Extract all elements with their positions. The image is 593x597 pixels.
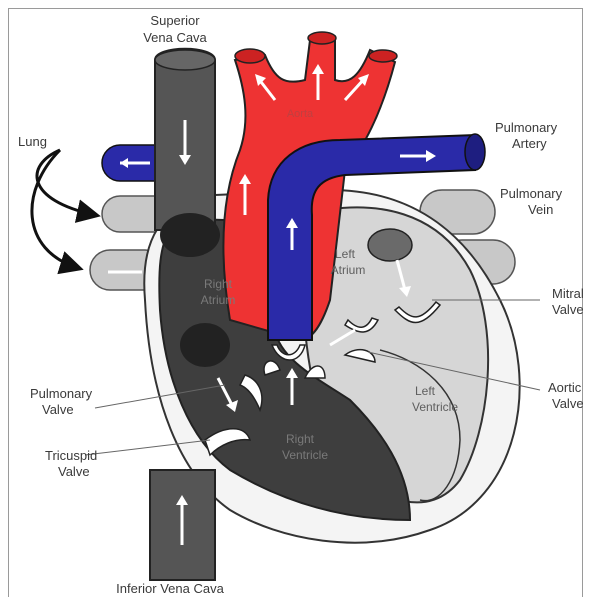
label-left-ventricle-2: Ventricle <box>412 400 458 414</box>
label-left-ventricle-1: Left <box>415 384 436 398</box>
label-aortic-valve-1: Aortic <box>548 380 582 395</box>
label-inferior-vena-cava: Inferior Vena Cava <box>116 581 224 596</box>
label-tricuspid-valve-2: Valve <box>58 464 90 479</box>
label-aorta: Aorta <box>287 108 314 120</box>
label-pulmonary-vein-1: Pulmonary <box>500 186 563 201</box>
label-mitral-valve-1: Mitral <box>552 286 584 301</box>
label-tricuspid-valve-1: Tricuspid <box>45 448 97 463</box>
label-left-atrium-2: Atrium <box>331 263 366 277</box>
label-pulmonary-vein-2: Vein <box>528 202 553 217</box>
pulmonary-vein-opening <box>368 229 412 261</box>
label-right-atrium-1: Right <box>204 277 233 291</box>
label-lung: Lung <box>18 134 47 149</box>
label-right-ventricle-2: Ventricle <box>282 448 328 462</box>
label-right-ventricle-1: Right <box>286 432 315 446</box>
label-pulmonary-artery-2: Artery <box>512 136 547 151</box>
label-vena-cava: Vena Cava <box>143 30 207 45</box>
label-mitral-valve-2: Valve <box>552 302 584 317</box>
label-aortic-valve-2: Valve <box>552 396 584 411</box>
label-right-atrium-2: Atrium <box>201 293 236 307</box>
lung-arrows <box>32 150 95 268</box>
label-pulmonary-valve-2: Valve <box>42 402 74 417</box>
label-pulmonary-valve-1: Pulmonary <box>30 386 93 401</box>
label-superior: Superior <box>150 13 200 28</box>
svc-opening <box>160 213 220 257</box>
label-left-atrium-1: Left <box>335 247 356 261</box>
ivc-opening <box>180 323 230 367</box>
label-pulmonary-artery-1: Pulmonary <box>495 120 558 135</box>
